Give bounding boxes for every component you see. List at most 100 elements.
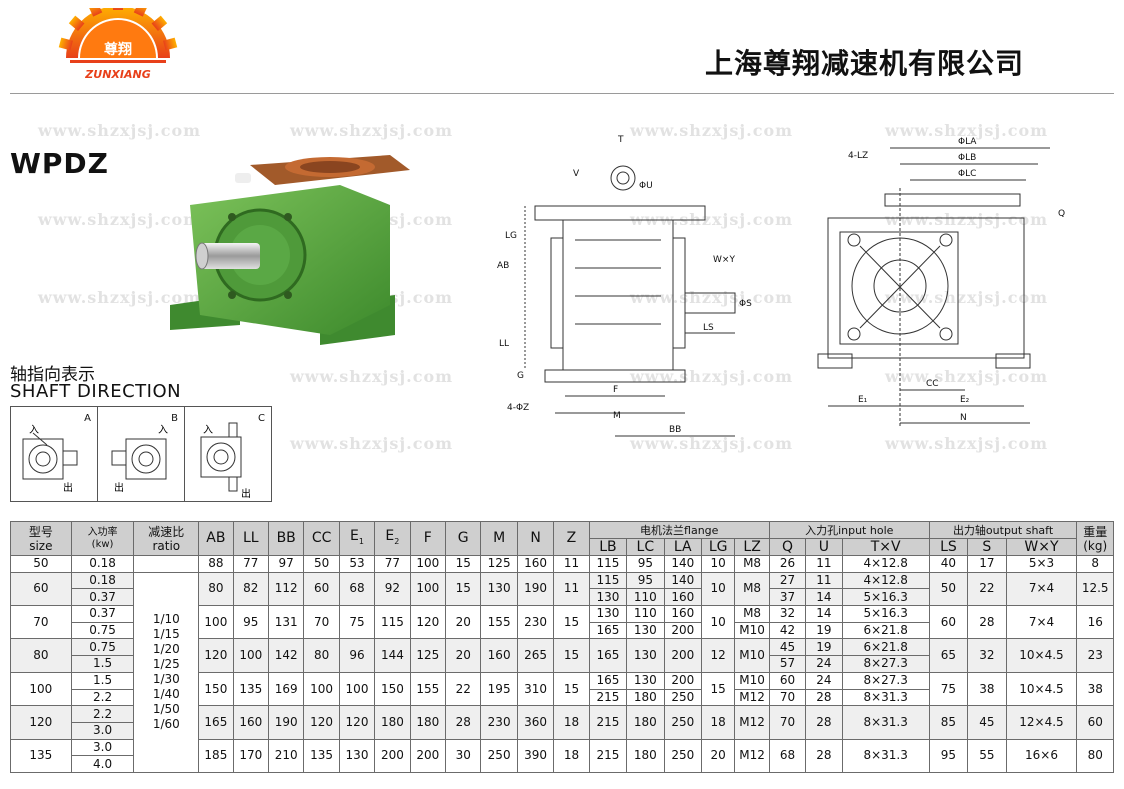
cell-q: 68 [768,738,807,773]
label-bb: BB [669,425,681,435]
cell-lg: 10 [700,555,736,573]
label-s: ΦS [739,299,752,309]
ratio-value: 1/10 [152,612,180,627]
cell-power: 4.0 [70,755,135,773]
cell-lz: M12 [734,738,770,773]
cell-ll: 135 [232,671,269,707]
col-weight-unit: (kg) [1083,538,1108,553]
shaft-direction-title-cn: 轴指向表示 [10,365,95,385]
cell-wy: 10×4.5 [1005,638,1078,673]
cell-tv: 4×12.8 [841,555,930,573]
cell-u: 24 [805,671,843,690]
watermark: www.shzxjsj.com [630,121,794,140]
cell-cc: 120 [303,705,340,740]
cell-z: 18 [553,738,590,773]
in-label: 入 [203,425,213,436]
col-cc: CC [303,521,340,556]
cell-kg: 8 [1076,555,1114,573]
cell-m: 230 [480,705,518,740]
cell-m: 125 [480,555,518,573]
ratio-value: 1/15 [152,627,180,642]
col-la: LA [663,538,702,556]
col-tv: T×V [841,538,930,556]
ratio-cell-empty [133,555,200,573]
cell-power: 2.2 [70,705,135,723]
cell-e1: 96 [338,638,376,673]
cell-g: 20 [445,638,482,673]
cell-g: 15 [445,555,482,573]
cell-la: 140 [663,571,702,590]
col-f: F [409,521,447,556]
cell-lz: M12 [734,688,770,707]
cell-bb: 190 [267,705,305,740]
header-divider [10,93,1114,94]
cell-wy: 7×4 [1005,571,1078,607]
cell-lg: 18 [700,705,736,740]
cell-m: 195 [480,671,518,707]
label-lb: ΦLB [958,153,976,163]
cell-lc: 180 [626,688,665,707]
label-f: F [613,385,618,395]
shaft-variant-label: C [258,413,265,424]
group-flange: 电机法兰flange [588,521,770,539]
cell-s: 38 [967,671,1007,707]
cell-g: 28 [445,705,482,740]
shaft-direction-diagram: A 入 出 B 入 出 C 入 出 [10,406,272,502]
col-lz: LZ [734,538,770,556]
cell-lb: 165 [588,621,628,640]
watermark: www.shzxjsj.com [290,434,454,453]
cell-q: 45 [768,638,807,657]
label-u: ΦU [639,181,653,191]
cell-q: 42 [768,621,807,640]
label-m: M [613,411,621,421]
cell-u: 24 [805,655,843,673]
watermark: www.shzxjsj.com [630,210,794,229]
label-ls: LS [703,323,714,333]
model-title: WPDZ [10,147,109,180]
cell-wy: 16×6 [1005,738,1078,773]
cell-e1: 53 [338,555,376,573]
cell-e2: 180 [374,705,411,740]
cell-tv: 8×31.3 [841,738,930,773]
cell-power: 0.18 [70,555,135,573]
watermark: www.shzxjsj.com [630,434,794,453]
cell-f: 180 [409,705,447,740]
cell-bb: 112 [267,571,305,607]
cell-n: 310 [516,671,555,707]
cell-lz: M8 [734,605,770,623]
in-label: 入 [29,425,39,436]
cell-power: 0.37 [70,588,135,607]
cell-n: 230 [516,605,555,640]
cell-n: 160 [516,555,555,573]
cell-wy: 7×4 [1005,605,1078,640]
cell-ll: 77 [232,555,269,573]
cell-s: 55 [967,738,1007,773]
front-view-drawing: 4-LZ ΦLA ΦLB ΦLC Q CC E₁ E₂ N [817,137,1065,428]
cell-g: 20 [445,605,482,640]
cell-e2: 144 [374,638,411,673]
cell-lc: 110 [626,588,665,607]
shaft-variant-a: A 入 出 [11,407,98,501]
cell-bb: 97 [267,555,305,573]
col-lc: LC [626,538,665,556]
cell-f: 100 [409,571,447,607]
cell-ls: 60 [928,605,969,640]
cell-la: 250 [663,688,702,707]
label-ll: LL [499,339,509,349]
shaft-variant-c: C 入 出 [185,407,271,501]
cell-e1: 68 [338,571,376,607]
cell-lc: 180 [626,738,665,773]
cell-la: 250 [663,705,702,740]
cell-size: 120 [10,705,72,740]
cell-power: 1.5 [70,655,135,673]
ratio-value: 1/40 [152,687,180,702]
ratio-value: 1/50 [152,702,180,717]
col-power: 入功率(kw) [70,521,135,556]
col-weight-cn: 重量 [1083,524,1108,539]
ratio-value: 1/30 [152,672,180,687]
shaft-variant-label: B [171,413,178,424]
